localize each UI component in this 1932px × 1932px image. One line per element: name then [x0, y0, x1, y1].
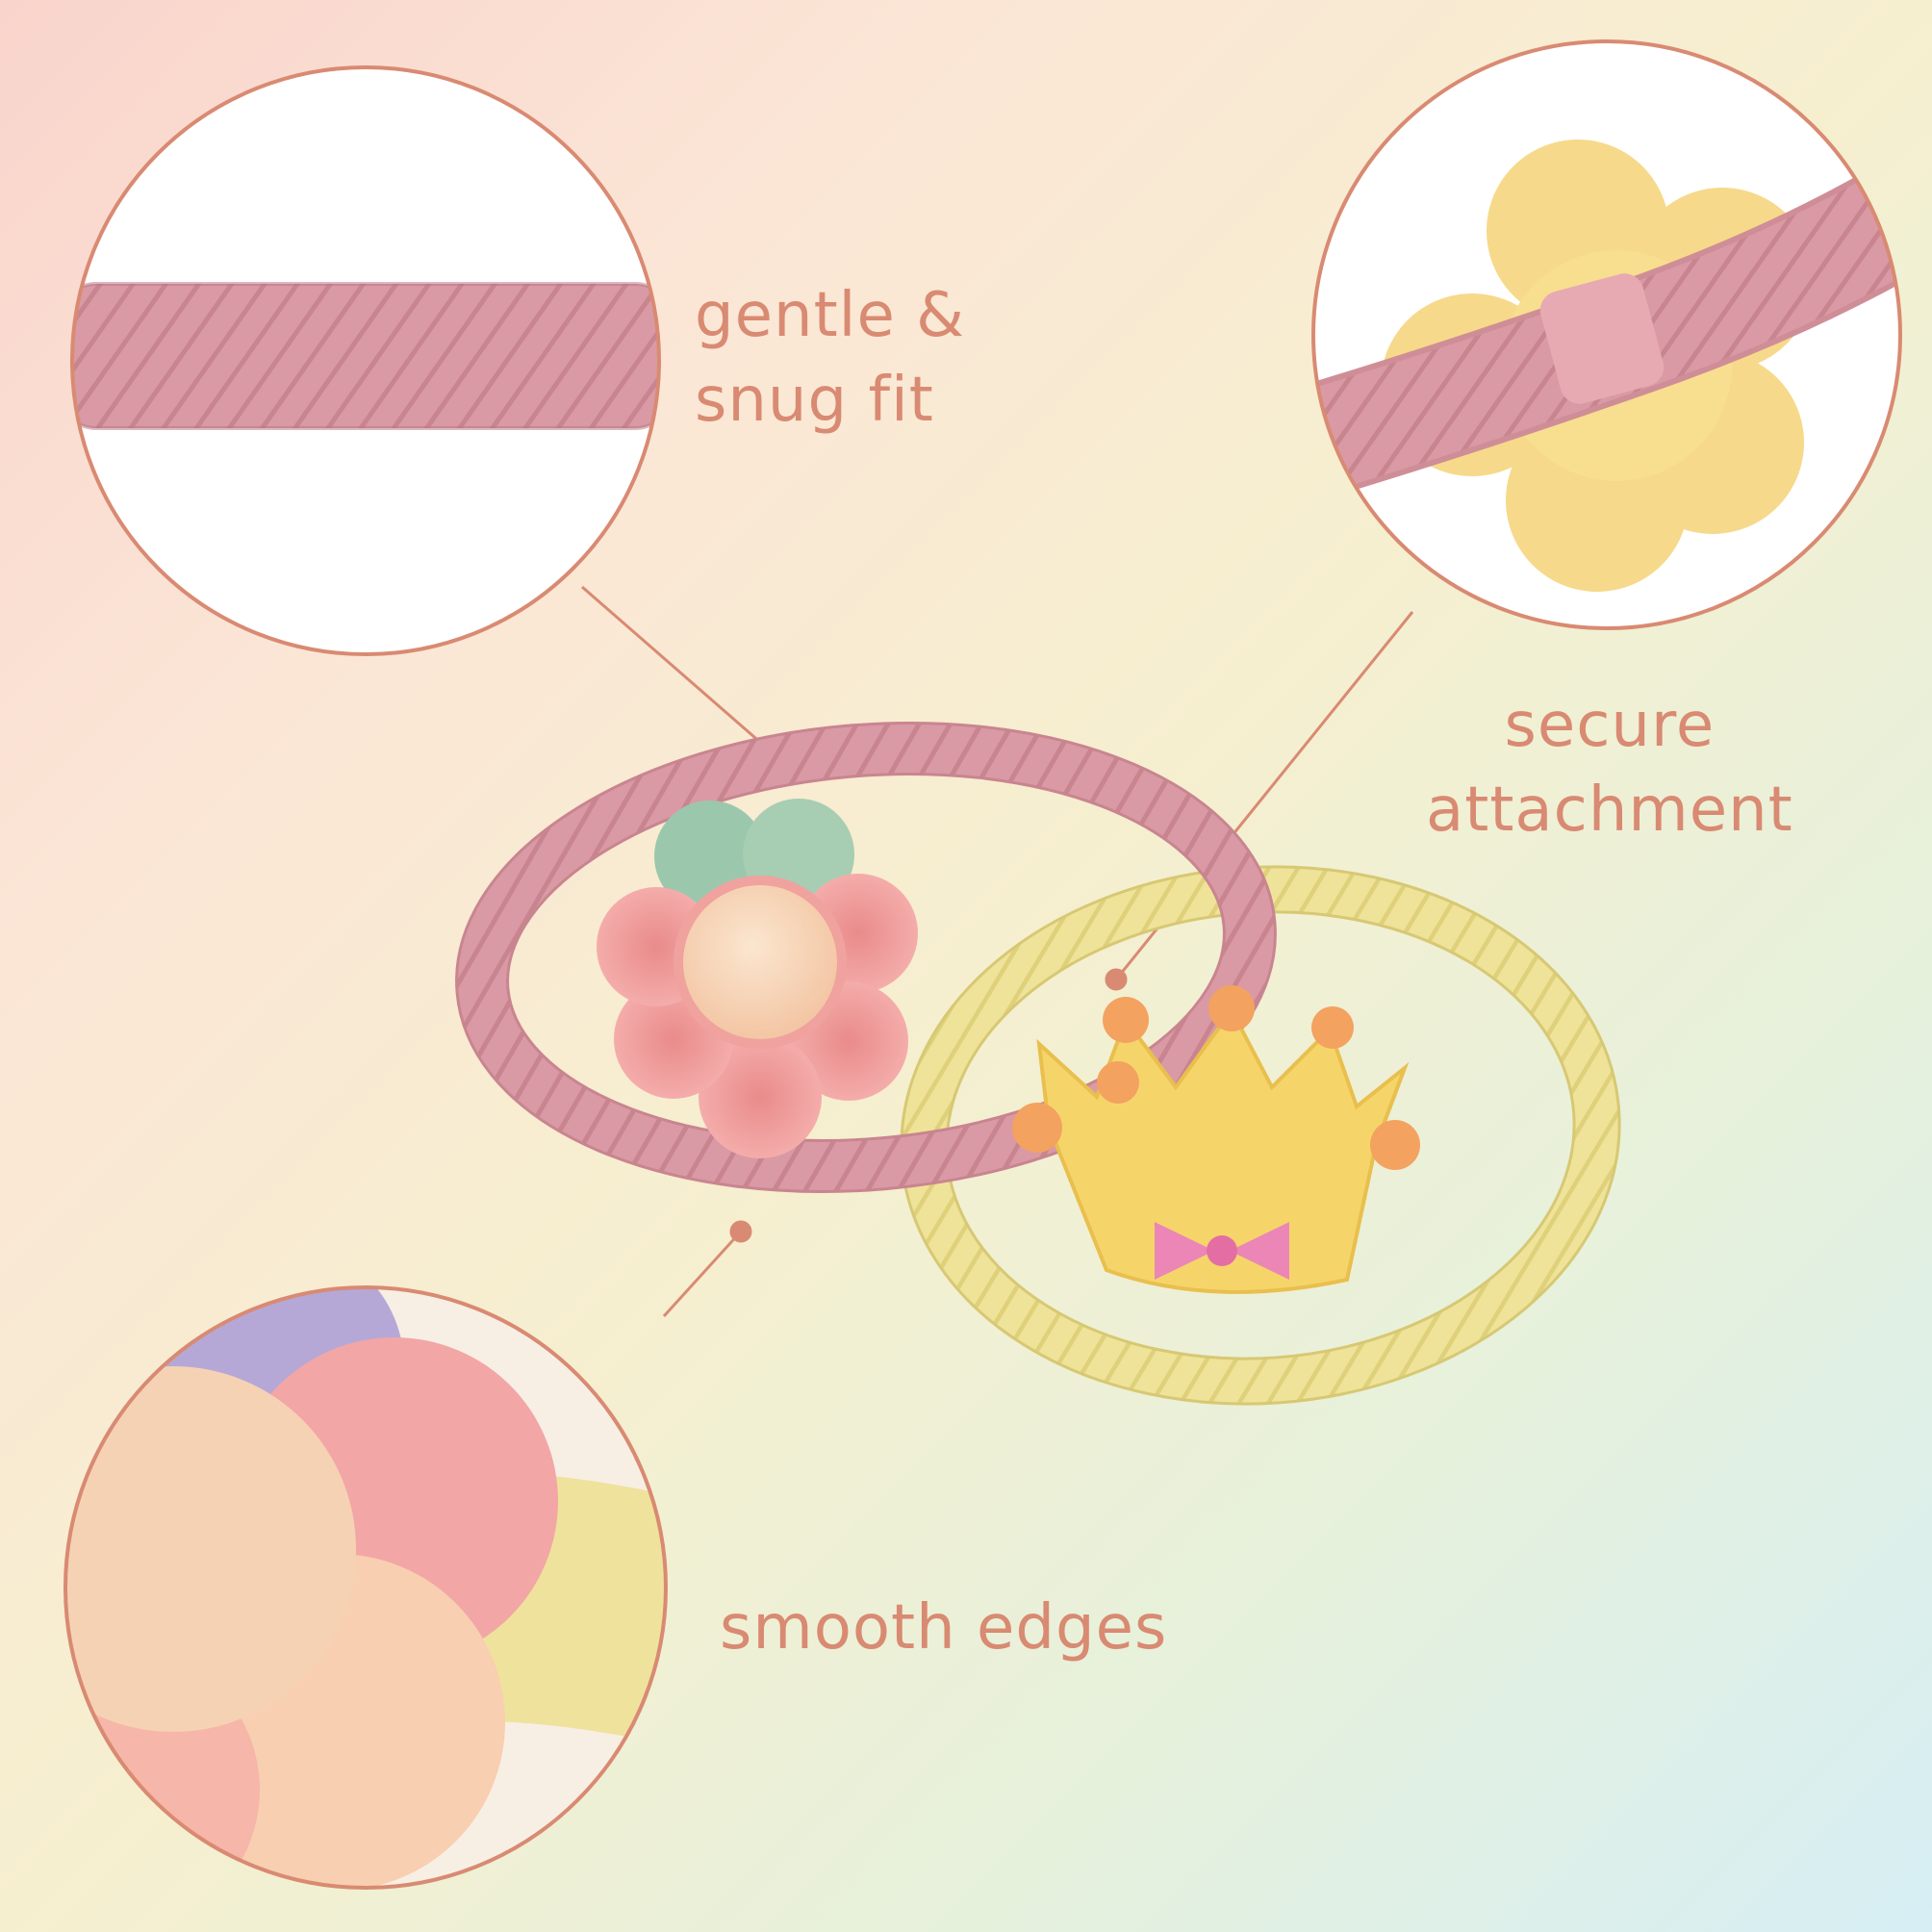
callout-line: gentle & [695, 280, 966, 351]
callout-line: snug fit [695, 365, 934, 436]
detail-circle-texture [70, 65, 661, 656]
callout-line: attachment [1426, 775, 1793, 846]
callout-line: smooth edges [720, 1592, 1168, 1664]
callout-smooth-edges: smooth edges [720, 1586, 1167, 1670]
detail-circle-edges [64, 1285, 668, 1890]
callout-secure-attachment: secure attachment [1426, 683, 1793, 852]
pink-hair-tie [455, 721, 1277, 1194]
flower-charm [597, 799, 918, 1158]
detail-circle-attachment [1311, 39, 1902, 630]
crown-charm [1012, 985, 1420, 1294]
callout-line: secure [1504, 690, 1716, 761]
callout-gentle-snug-fit: gentle & snug fit [695, 273, 965, 443]
